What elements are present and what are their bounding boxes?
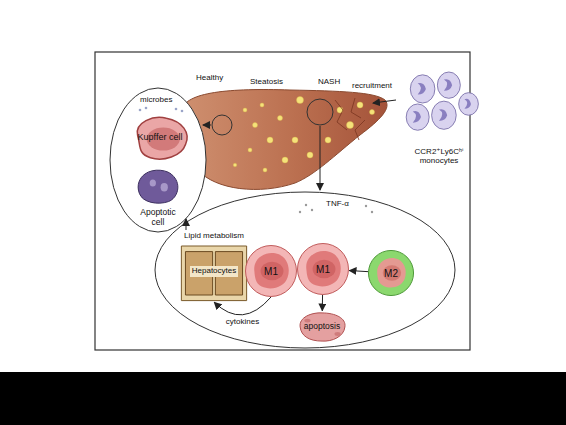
annotation-label: NASH <box>318 78 340 87</box>
cell-nucleus <box>261 262 284 281</box>
apoptotic-fragment <box>334 332 340 336</box>
droplet <box>357 102 363 108</box>
cell-label: M1 <box>264 266 278 277</box>
cell-halo <box>298 244 349 295</box>
m1-node: M1 <box>245 245 297 297</box>
apop-node: Apoptotic cell <box>132 168 184 228</box>
kupffer-node: Kupffer cell <box>128 112 192 164</box>
tnf-dot <box>365 205 367 207</box>
cell-body <box>377 258 406 287</box>
annotation-label: TNF-α <box>326 200 349 209</box>
cell-label: M2 <box>384 268 398 279</box>
zoom-circle <box>307 99 333 125</box>
droplet <box>278 116 283 121</box>
video-bar <box>0 372 566 425</box>
liver <box>180 90 387 190</box>
droplet <box>253 123 258 128</box>
m1-node: M1 <box>297 243 349 295</box>
cell-label: M1 <box>316 264 330 275</box>
annotation-label: Steatosis <box>250 78 283 87</box>
cell-body <box>137 117 187 159</box>
tnf-dot <box>305 204 307 206</box>
tnf-dot <box>311 209 313 211</box>
microbe-dots <box>139 107 184 113</box>
fibrosis-strand <box>355 120 365 140</box>
zoom-arrow <box>320 126 321 190</box>
droplet <box>282 157 288 163</box>
droplet <box>370 110 375 115</box>
kupffer-inset <box>110 88 206 232</box>
cell-label: CCR2⁺Ly6Cʰⁱ monocytes <box>408 148 470 166</box>
apoptotic-body <box>138 170 178 203</box>
droplet <box>347 122 354 129</box>
zoom-circle <box>212 115 232 135</box>
droplet <box>233 163 237 167</box>
fibrosis <box>335 98 365 140</box>
monocyte-nucleus <box>444 79 452 91</box>
microbe <box>181 110 184 113</box>
cell-body <box>254 253 289 288</box>
apoptotic-cell-body <box>300 313 345 341</box>
cell-nucleus <box>383 265 401 281</box>
monocyte-nucleus <box>439 109 447 121</box>
annotation-label: microbes <box>140 96 172 105</box>
monocyte <box>406 104 429 130</box>
tnf-dot <box>299 211 301 213</box>
apoptotic-fragment <box>161 183 168 191</box>
droplet <box>263 168 267 172</box>
fibrosis-strand <box>351 98 361 118</box>
microbe <box>175 108 178 111</box>
cell-halo <box>368 250 413 295</box>
nash-inset <box>155 192 455 348</box>
edge-label: cytokines <box>225 318 260 327</box>
cell-label: Hepatocytes <box>190 266 238 277</box>
recruitment-arrow <box>373 100 396 103</box>
hepatocyte-box <box>181 246 246 301</box>
apoptotic-fragment <box>150 179 156 186</box>
monocyte-group <box>406 72 478 130</box>
microbe <box>145 107 148 110</box>
cell-label: apoptosis <box>304 322 340 331</box>
droplet <box>260 103 264 107</box>
monocyte-nucleus <box>464 99 471 109</box>
droplet <box>248 148 252 152</box>
monocyte-nucleus <box>418 83 426 95</box>
connector-arrow <box>322 295 323 311</box>
fibrosis-strand <box>335 100 347 130</box>
droplet <box>325 137 331 143</box>
monocyte <box>410 75 435 103</box>
frame-box <box>95 52 470 350</box>
cell-label: Kupffer cell <box>138 133 183 143</box>
annotation-label: Healthy <box>196 74 223 83</box>
cell-halo <box>246 246 297 297</box>
apoptosis-node: apoptosis <box>296 311 348 343</box>
mono-node: CCR2⁺Ly6Cʰⁱ monocytes <box>398 72 480 166</box>
monocyte <box>437 72 460 98</box>
cell-body <box>306 251 341 286</box>
annotation-label: recruitment <box>352 82 392 91</box>
droplet <box>297 97 304 104</box>
droplet <box>292 137 298 143</box>
monocyte-nucleus <box>413 111 421 123</box>
hepatocyte-arrow <box>186 219 187 230</box>
monocyte <box>459 93 479 116</box>
droplet <box>307 152 313 158</box>
monocyte <box>432 101 457 129</box>
microbe <box>139 109 142 112</box>
connector-arrow <box>349 271 368 272</box>
cell-nucleus <box>313 260 336 279</box>
tnf-dot <box>371 211 373 213</box>
zoom-arrow <box>203 125 211 126</box>
process-heading: Lipid metabolism <box>184 232 244 241</box>
lipid-droplets <box>233 97 374 173</box>
droplet <box>243 108 247 112</box>
monocyte-nuclei <box>413 79 471 123</box>
hep-node: Lipid metabolismHepatocytes <box>180 232 248 302</box>
m2-node: M2 <box>368 250 414 296</box>
droplet <box>267 137 273 143</box>
cell-label: Apoptotic cell <box>135 208 181 227</box>
